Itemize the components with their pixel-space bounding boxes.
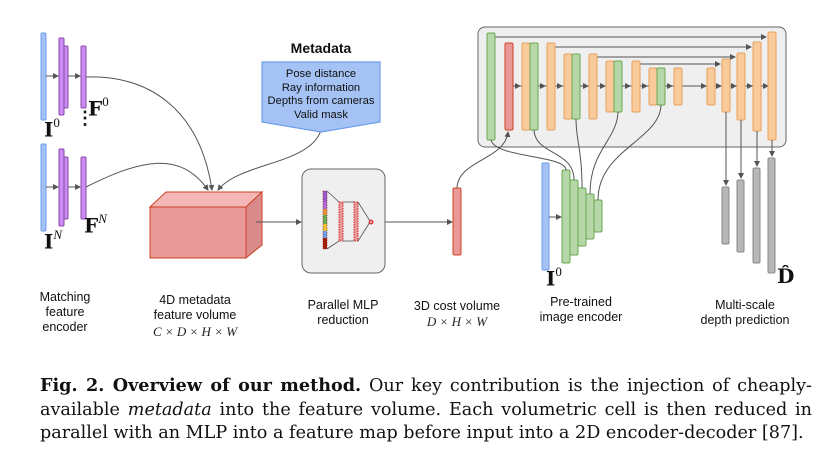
encoder-layer xyxy=(63,156,69,220)
cost-volume-3d-bar xyxy=(452,187,462,256)
metadata-items: Pose distance Ray information Depths fro… xyxy=(262,68,380,122)
symbol-in: IN xyxy=(44,227,63,254)
feature-fn-bar xyxy=(80,156,87,220)
depth-scale-bar xyxy=(767,157,776,274)
label-image-encoder: Pre-trained image encoder xyxy=(526,295,636,325)
ellipsis-vertical: ⋮ xyxy=(76,108,94,129)
depth-scale-bar xyxy=(736,179,745,253)
label-matching-encoder: Matching feature encoder xyxy=(24,290,106,335)
label-line: feature xyxy=(45,305,85,319)
symbol-fn: FN xyxy=(84,211,107,238)
unet-input-red xyxy=(504,42,514,131)
unet-panel xyxy=(477,26,787,148)
fn-to-volume-arrow xyxy=(85,162,209,191)
f0-to-volume-arrow xyxy=(85,76,215,191)
label-feature-volume: 4D metadata feature volume xyxy=(140,293,250,323)
metadata-item: Ray information xyxy=(281,81,361,94)
caption-label: Fig. 2. Overview of our method. xyxy=(40,375,362,396)
label-line: Matching xyxy=(39,290,91,304)
image-in-bar xyxy=(40,143,47,232)
image-i0-input-bar xyxy=(541,162,550,271)
method-overview-diagram: Metadata Pose distance Ray information D… xyxy=(24,26,800,339)
label-cost-volume: 3D cost volume xyxy=(402,299,512,314)
metadata-to-volume-arrow xyxy=(217,129,322,191)
label-line: 3D cost volume xyxy=(413,299,501,313)
mlp-panel xyxy=(301,168,386,274)
depth-predictions xyxy=(721,112,776,274)
metadata-item: Valid mask xyxy=(294,108,348,121)
metadata-title: Metadata xyxy=(290,40,352,56)
label-line: 4D metadata xyxy=(159,293,231,307)
diagram-canvas xyxy=(40,26,787,274)
symbol-d-hat: D̂ xyxy=(777,264,795,288)
image-encoder xyxy=(541,162,603,271)
encoder-layer xyxy=(58,148,65,227)
metadata-box xyxy=(261,61,381,133)
image-i0-bar xyxy=(40,32,47,121)
label-line: feature volume xyxy=(153,308,237,322)
label-line: Pre-trained xyxy=(550,295,612,309)
label-line: reduction xyxy=(317,313,369,327)
label-mlp-reduction: Parallel MLP reduction xyxy=(290,298,396,328)
caption-text-1: Our key contribution is the injection of… xyxy=(40,376,813,420)
matching-encoder-view-0 xyxy=(40,32,87,121)
label-line: depth prediction xyxy=(700,313,790,327)
metadata-item: Pose distance xyxy=(285,68,357,80)
cost-volume-to-unet-arrow xyxy=(456,131,511,189)
figure-caption: Fig. 2. Overview of our method. Our key … xyxy=(40,374,812,446)
depth-scale-bar xyxy=(721,186,730,245)
symbol-i0: I0 xyxy=(44,115,60,142)
metadata-item: Depths from cameras xyxy=(267,95,375,107)
feature-f0-bar xyxy=(80,45,87,109)
symbol-i0-encoder: I0 xyxy=(546,264,562,291)
cost-volume-dims: D × H × W xyxy=(426,314,488,329)
label-line: Parallel MLP xyxy=(307,298,379,312)
label-line: encoder xyxy=(42,320,88,334)
label-depth-prediction: Multi-scale depth prediction xyxy=(690,298,800,328)
encoder-skip-curves xyxy=(490,104,662,201)
depth-scale-bar xyxy=(752,167,761,264)
feature-volume-4d xyxy=(148,190,264,260)
label-line: image encoder xyxy=(539,310,623,324)
matching-encoder-view-n xyxy=(40,143,87,232)
unet-input-green xyxy=(486,32,496,141)
encoder-layer xyxy=(63,45,69,109)
feature-volume-dims: C × D × H × W xyxy=(152,324,238,339)
symbol-f0: F0 xyxy=(88,94,109,121)
caption-emphasis: metadata xyxy=(127,399,212,420)
encoder-layer xyxy=(58,37,65,116)
label-line: Multi-scale xyxy=(715,298,775,312)
caption-text-2: into the feature volume. Each volumetric… xyxy=(40,399,812,444)
